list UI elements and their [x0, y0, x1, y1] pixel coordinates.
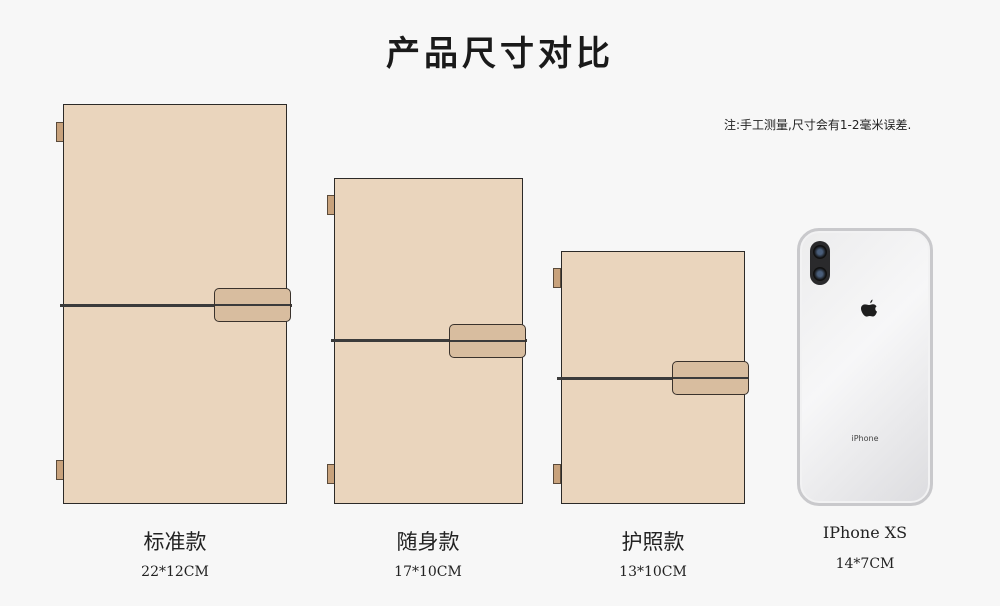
elastic-band	[557, 377, 749, 380]
page-title: 产品尺寸对比	[386, 34, 614, 74]
phone-size: 14*7CM	[835, 556, 895, 572]
elastic-band	[60, 304, 292, 307]
iphone-xs-back: iPhone	[797, 228, 933, 506]
product-name: 标准款	[143, 530, 207, 554]
product-name: 随身款	[396, 530, 460, 554]
product-size: 17*10CM	[394, 564, 462, 580]
product-name: 护照款	[621, 530, 685, 554]
apple-logo-icon	[861, 299, 877, 317]
camera-icon	[810, 241, 830, 285]
measurement-note: 注:手工测量,尺寸会有1-2毫米误差.	[724, 118, 912, 132]
clasp	[672, 361, 749, 395]
binding-tab	[553, 464, 561, 484]
binding-tab	[553, 268, 561, 288]
clasp	[449, 324, 526, 358]
phone-back-label: iPhone	[851, 434, 879, 443]
elastic-band	[331, 339, 527, 342]
product-size: 22*12CM	[141, 564, 209, 580]
clasp	[214, 288, 291, 322]
phone-name: IPhone XS	[822, 523, 908, 542]
product-size: 13*10CM	[619, 564, 687, 580]
